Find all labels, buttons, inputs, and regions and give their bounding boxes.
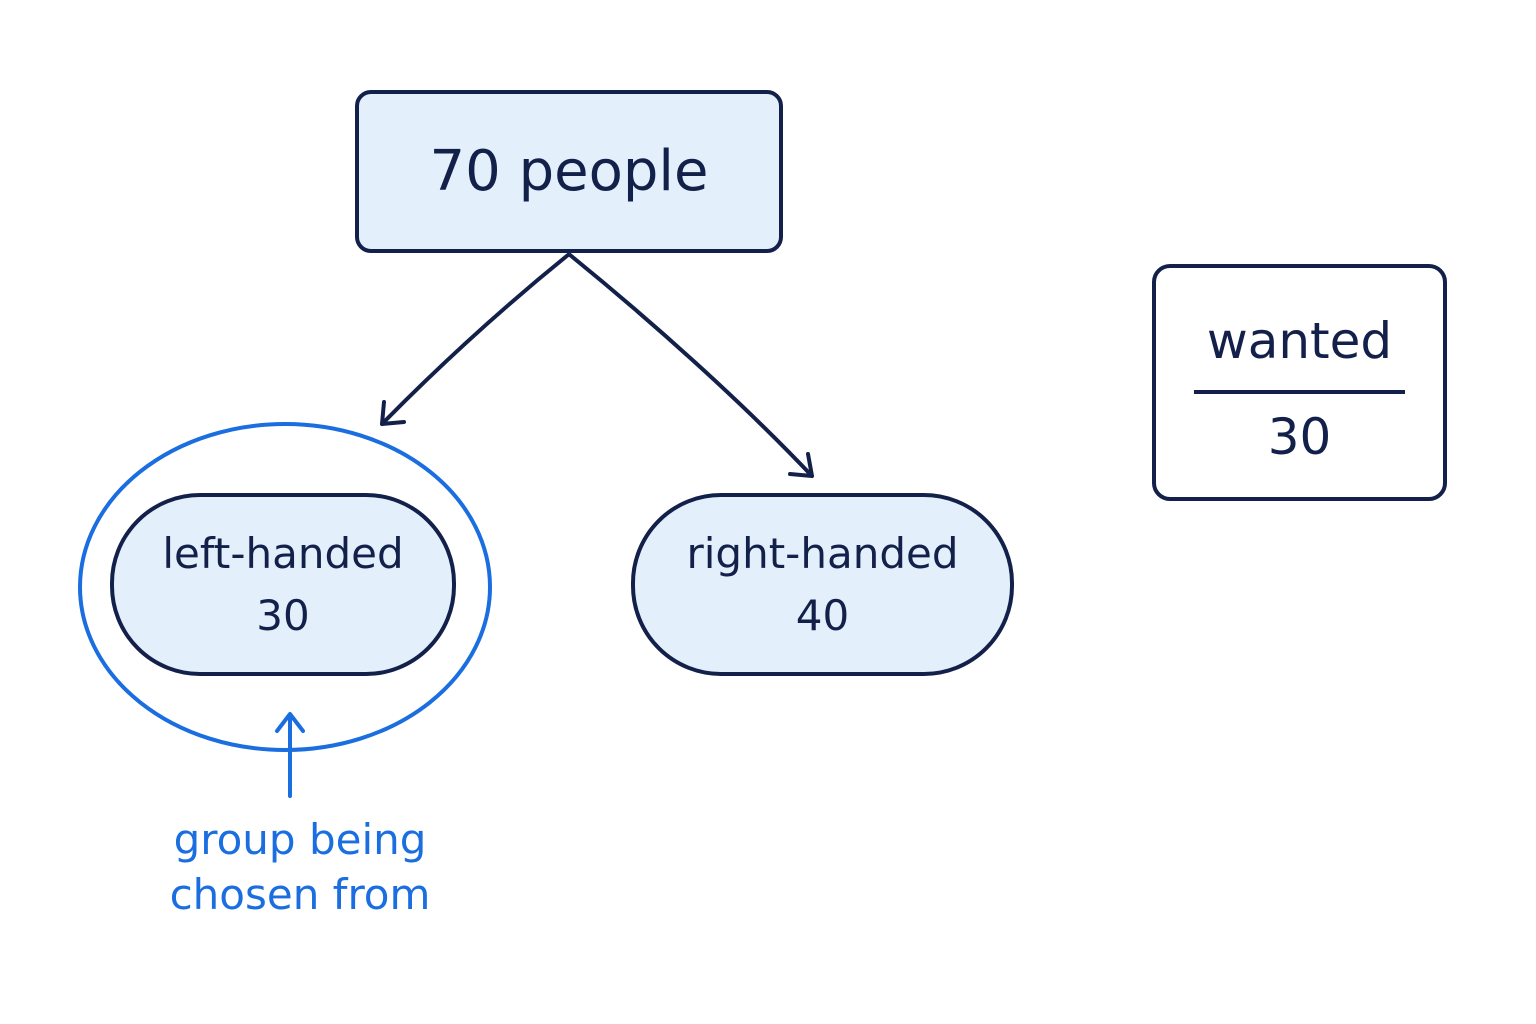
fraction-numerator: wanted xyxy=(1206,312,1393,370)
left-handed-node: left-handed 30 xyxy=(110,493,456,676)
right-handed-label: right-handed xyxy=(686,528,959,578)
fraction-denominator: 30 xyxy=(1267,408,1332,466)
fraction-box: wanted 30 xyxy=(1152,264,1447,501)
right-handed-node: right-handed 40 xyxy=(631,493,1014,676)
branch-arrow-left xyxy=(380,253,570,426)
highlight-ellipse xyxy=(78,422,492,752)
annotation-line-2: chosen from xyxy=(169,870,431,919)
left-handed-count: 30 xyxy=(256,590,310,640)
branch-arrow-right xyxy=(568,253,814,478)
fraction-bar xyxy=(1194,390,1405,394)
annotation-pointer-arrowhead xyxy=(275,712,305,733)
annotation-text: group being chosen from xyxy=(150,812,450,922)
branch-arrowhead-left xyxy=(380,400,406,426)
root-node-label: 70 people xyxy=(429,139,709,204)
branch-arrowhead-right xyxy=(788,452,814,478)
left-handed-label: left-handed xyxy=(162,528,404,578)
right-handed-count: 40 xyxy=(795,590,850,640)
annotation-line-1: group being xyxy=(173,815,427,864)
root-node-total-people: 70 people xyxy=(355,90,783,253)
